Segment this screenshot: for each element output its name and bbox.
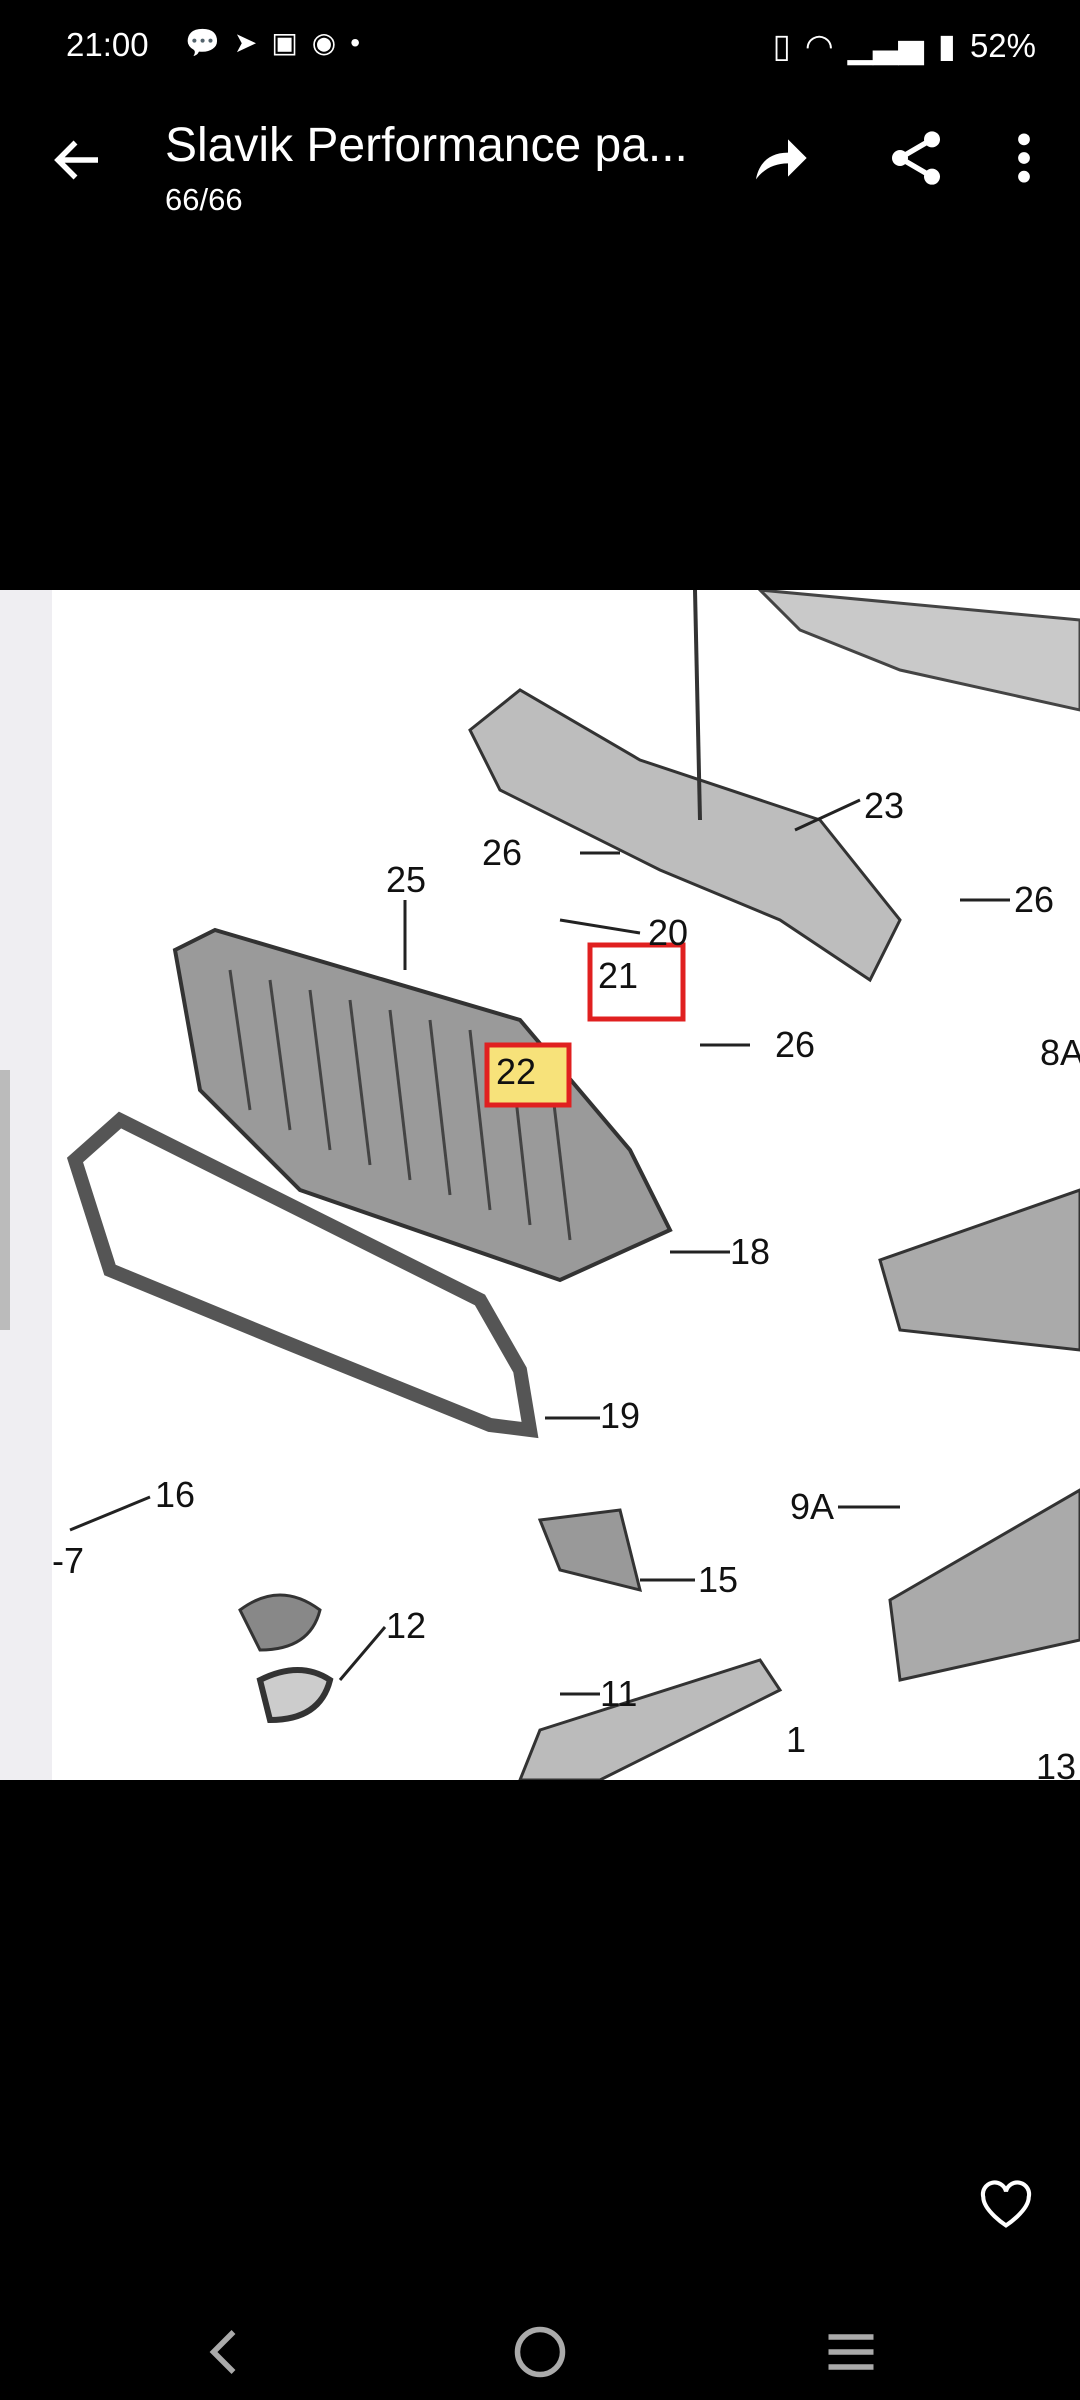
back-arrow-icon[interactable] (48, 130, 108, 190)
battery-icon: ▮ (937, 27, 956, 64)
signal-icon: ▁▃▅ (847, 27, 924, 64)
label-21: 21 (598, 955, 638, 996)
label-13: 13 (1036, 1746, 1076, 1780)
forward-icon[interactable] (748, 126, 812, 190)
system-icons: ▯ ◠ ▁▃▅ ▮ 52% (773, 26, 1036, 65)
label-9a: 9A (790, 1486, 834, 1527)
image-counter: 66/66 (165, 182, 243, 217)
label-22: 22 (496, 1051, 536, 1092)
favorite-heart-icon[interactable] (978, 2180, 1034, 2230)
label-7: -7 (52, 1540, 84, 1581)
label-18: 18 (730, 1231, 770, 1272)
app-bar: Slavik Performance pa... 66/66 (0, 100, 1080, 230)
nav-home-icon[interactable] (510, 2322, 570, 2382)
label-26: 26 (1014, 879, 1054, 920)
label-23: 23 (864, 785, 904, 826)
label-1: 1 (786, 1719, 806, 1760)
label-16: 16 (155, 1474, 195, 1515)
more-options-icon[interactable] (992, 126, 1056, 190)
wifi-icon: ◠ (804, 27, 834, 64)
label-19: 19 (600, 1395, 640, 1436)
share-icon[interactable] (884, 126, 948, 190)
label-12: 12 (386, 1605, 426, 1646)
highlight-box-22 (484, 1042, 572, 1108)
navigation-bar (0, 2300, 1080, 2400)
nav-back-icon[interactable] (196, 2322, 256, 2382)
battery-percent: 52% (969, 26, 1036, 64)
label-26: 26 (482, 832, 522, 873)
page-title: Slavik Performance pa... (165, 119, 688, 172)
label-8a: 8A (1040, 1032, 1080, 1073)
label-26: 26 (775, 1024, 815, 1065)
label-20: 20 (648, 912, 688, 953)
label-11: 11 (600, 1673, 637, 1714)
nav-recents-icon[interactable] (821, 2322, 881, 2382)
label-15: 15 (698, 1559, 738, 1600)
notification-icons: 💬➤▣◉• (185, 27, 375, 58)
label-25: 25 (386, 859, 426, 900)
vibrate-icon: ▯ (772, 27, 791, 64)
parts-diagram: 23 26 26 25 20 21 22 26 8A 18 19 16 -7 9… (0, 588, 1080, 1787)
highlight-box-21 (587, 942, 686, 1022)
image-viewer[interactable]: 23 26 26 25 20 21 22 26 8A 18 19 16 -7 9… (0, 588, 1080, 1787)
status-bar: 21:00 💬➤▣◉• ▯ ◠ ▁▃▅ ▮ 52% (0, 0, 1080, 90)
status-time: 21:00 (66, 26, 149, 63)
